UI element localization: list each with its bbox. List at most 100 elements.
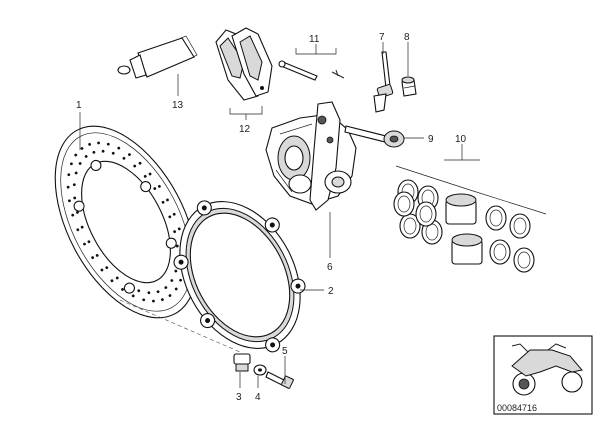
seal-ring-inner xyxy=(403,217,417,235)
seal-ring-inner xyxy=(419,205,433,223)
disc-drill-hole xyxy=(164,286,168,289)
disc-drill-hole xyxy=(80,147,84,150)
disc-drill-hole xyxy=(168,294,172,297)
disc-drill-hole xyxy=(110,279,114,283)
disc-drill-hole xyxy=(148,172,152,176)
disc-drill-hole xyxy=(83,242,86,246)
disc-drill-hole xyxy=(143,174,147,178)
reference-code: 00084716 xyxy=(497,403,537,413)
disc-drill-hole xyxy=(105,266,109,270)
disc-drill-hole xyxy=(92,150,96,154)
seal-ring-inner xyxy=(513,217,527,235)
disc-drill-hole xyxy=(69,162,73,166)
disc-drill-hole xyxy=(156,290,160,294)
disc-drill-hole xyxy=(147,291,151,295)
piston-upper[interactable] xyxy=(445,193,477,225)
disc-drill-hole xyxy=(179,278,183,282)
callout-7[interactable]: 7 xyxy=(379,32,385,43)
brake-caliper[interactable] xyxy=(265,101,357,211)
pad-pin-and-clip[interactable] xyxy=(278,60,345,81)
disc-drill-hole xyxy=(174,269,178,273)
disc-drill-hole xyxy=(71,213,75,217)
seal-ring-inner xyxy=(517,251,531,269)
disc-drill-hole xyxy=(76,210,79,214)
disc-drill-hole xyxy=(88,143,92,146)
grease-tube[interactable] xyxy=(117,35,198,79)
seal-ring xyxy=(415,201,437,227)
seal-ring-inner xyxy=(489,209,503,227)
disc-drill-hole xyxy=(74,153,78,157)
callout-labels: 1 2 3 4 5 6 7 8 9 10 11 12 13 xyxy=(76,32,467,403)
disc-drill-hole xyxy=(173,230,176,234)
piston-seal-kit[interactable] xyxy=(393,165,547,273)
leader-lines xyxy=(79,42,480,388)
disc-drill-hole xyxy=(80,225,84,229)
caliper-bolt[interactable] xyxy=(344,125,405,148)
bolt-part-5[interactable] xyxy=(265,371,294,389)
seal-ring xyxy=(489,239,511,265)
callout-3[interactable]: 3 xyxy=(236,392,242,403)
disc-drill-hole xyxy=(133,164,137,168)
callout-13[interactable]: 13 xyxy=(172,100,184,111)
disc-drill-hole xyxy=(152,299,155,303)
disc-drill-hole xyxy=(72,183,76,187)
disc-drill-hole xyxy=(95,254,99,257)
washer-part-4[interactable] xyxy=(253,364,267,376)
callout-11[interactable]: 11 xyxy=(309,34,320,45)
motorcycle-location-inset[interactable]: 00084716 xyxy=(493,335,593,415)
callout-2[interactable]: 2 xyxy=(328,286,334,297)
disc-drill-hole xyxy=(166,198,169,202)
disc-drill-hole xyxy=(137,289,141,293)
sensor-ring[interactable] xyxy=(151,174,332,376)
disc-drill-hole xyxy=(175,244,179,248)
disc-drill-hole xyxy=(78,162,82,165)
disc-drill-hole xyxy=(160,298,164,301)
seal-ring xyxy=(393,191,415,217)
motorcycle-icon xyxy=(511,343,583,396)
disc-drill-hole xyxy=(84,155,88,158)
disc-drill-hole xyxy=(106,142,110,146)
disc-drill-hole xyxy=(128,153,131,156)
disc-drill-hole xyxy=(117,146,121,150)
disc-drill-hole xyxy=(168,215,172,219)
disc-drill-hole xyxy=(131,294,135,298)
disc-drill-hole xyxy=(74,171,78,175)
seal-ring-inner xyxy=(397,195,411,213)
bleed-valve[interactable] xyxy=(373,51,394,113)
disc-drill-hole xyxy=(142,298,146,302)
disc-drill-hole xyxy=(73,196,77,200)
bleed-valve-cap[interactable] xyxy=(401,76,417,97)
disc-drill-hole xyxy=(97,141,100,145)
piston-lower[interactable] xyxy=(451,233,483,265)
brake-pads[interactable] xyxy=(215,27,273,101)
seal-ring xyxy=(485,205,507,231)
disc-drill-hole xyxy=(66,185,70,189)
disc-drill-hole xyxy=(172,212,176,216)
disc-drill-hole xyxy=(101,149,105,153)
brake-disc[interactable] xyxy=(26,103,226,341)
disc-drill-hole xyxy=(122,156,126,160)
disc-drill-hole xyxy=(174,287,178,291)
callout-10[interactable]: 10 xyxy=(455,134,467,145)
seal-ring-inner xyxy=(493,243,507,261)
callout-12[interactable]: 12 xyxy=(239,124,251,135)
seal-ring xyxy=(509,213,531,239)
callout-9[interactable]: 9 xyxy=(428,134,434,145)
disc-drill-hole xyxy=(100,268,104,272)
disc-drill-hole xyxy=(111,151,115,155)
disc-drill-hole xyxy=(91,256,95,260)
callout-5[interactable]: 5 xyxy=(282,346,288,357)
callout-6[interactable]: 6 xyxy=(327,262,333,273)
disc-drill-hole xyxy=(121,288,124,291)
disc-drill-hole xyxy=(157,184,161,188)
disc-drill-hole xyxy=(76,228,80,232)
seal-ring xyxy=(513,247,535,273)
nut-part-3[interactable] xyxy=(233,353,251,372)
callout-1[interactable]: 1 xyxy=(76,100,82,111)
disc-drill-hole xyxy=(68,199,71,203)
callout-4[interactable]: 4 xyxy=(255,392,261,403)
callout-8[interactable]: 8 xyxy=(404,32,410,43)
disc-drill-hole xyxy=(153,187,157,190)
disc-drill-hole xyxy=(138,161,142,165)
disc-drill-hole xyxy=(170,279,174,282)
